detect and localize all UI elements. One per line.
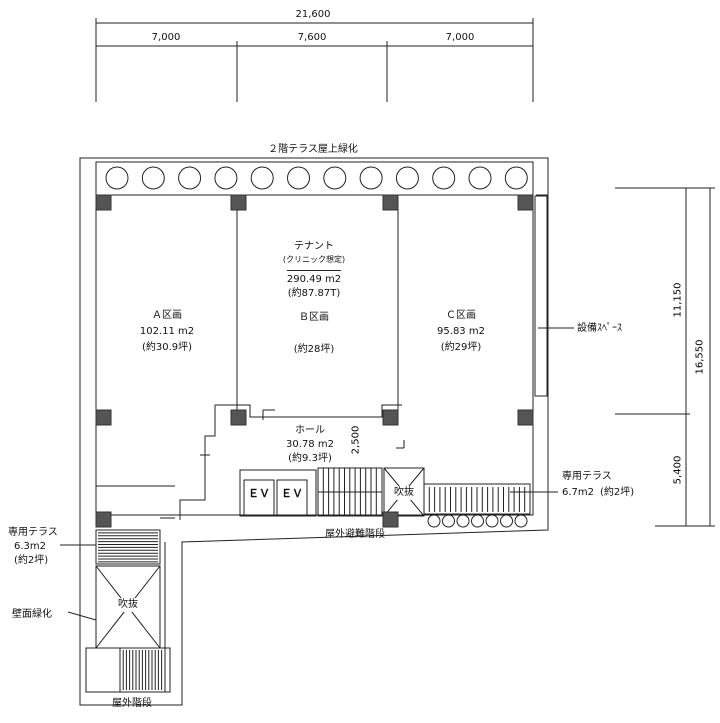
terrace-right [423,483,531,515]
structural-column [382,194,399,211]
tenant-note: (クリニック想定) [282,255,346,264]
dim-bay-1: 7,000 [151,32,181,43]
zone-c-area: 95.83 m2 [437,326,485,337]
hall-name: ホール [295,425,325,436]
structural-column [95,194,112,211]
tenant-tsubo: (約87.87T) [287,288,341,299]
structural-column [95,511,112,528]
elevator-block [239,469,317,517]
dim-depth-total: 16,550 [694,339,706,375]
zone-c-tsubo: (約29坪) [440,342,482,353]
elevator-1-label: ＥＶ [246,487,272,500]
shrub-symbol [514,514,528,528]
tree-symbol [323,166,347,190]
dim-depth-upper: 11,150 [672,282,684,318]
leader-lines [60,327,574,621]
dim-hall-width: 2,500 [350,425,362,455]
outdoor-stair-label: 屋外階段 [112,698,152,709]
site-boundary [79,157,549,706]
hall-area: 30.78 m2 [286,439,334,450]
zone-a-name: Ａ区画 [152,310,182,321]
terrace-left-name: 専用テラス [8,527,58,538]
roof-greening-label: ２階テラス屋上緑化 [268,144,358,155]
zone-a-tsubo: (約30.9坪) [141,342,193,353]
shrub-symbol [456,514,470,528]
roof-greening-strip [95,161,534,196]
terrace-right-area: 6.7m2 [562,487,595,498]
structural-column [382,511,399,528]
tree-symbol [395,166,419,190]
tree-symbol [250,166,274,190]
tree-symbol [468,166,492,190]
dim-overall-width: 21,600 [295,9,331,20]
tree-symbol [105,166,129,190]
structural-column [230,194,247,211]
terrace-left-tsubo: (約2坪) [14,555,49,566]
tenant-area: 290.49 m2 [286,270,342,287]
building-walls [95,194,548,520]
hall-tsubo: (約9.3坪) [288,453,332,464]
equipment-space-label: 設備ｽﾍﾟｰｽ [577,323,622,334]
tree-symbol [214,166,238,190]
tenant-title: テナント [294,241,334,252]
tree-symbol [287,166,310,190]
void-right-label: 吹抜 [392,486,416,500]
elevator-2-label: ＥＶ [279,487,305,500]
structural-column [517,194,534,211]
shrub-symbol [500,514,513,528]
dim-bay-3: 7,000 [445,32,475,43]
shrub-symbol [471,514,484,528]
shrub-symbol [427,514,441,528]
tree-symbol [359,166,383,190]
zone-b-name: Ｂ区画 [299,312,329,323]
dim-bay-2: 7,600 [297,32,327,43]
structural-column [230,409,247,426]
terrace-left-area: 6.3m2 [14,541,47,552]
zone-c-name: Ｃ区画 [446,310,476,321]
dim-depth-lower: 5,400 [672,455,684,485]
zone-a-area: 102.11 m2 [139,326,195,337]
void-left-label: 吹抜 [116,598,140,612]
zone-b-tsubo: (約28坪) [293,344,335,355]
shrub-symbol [485,514,499,528]
evacuation-stair-label: 屋外避難階段 [325,529,385,540]
tree-symbol [141,166,165,190]
terrace-right-tsubo: (約2坪) [600,487,635,498]
tree-symbol [432,166,456,190]
structural-column [517,409,534,426]
right-dimension-lines [615,187,715,527]
wall-greening-label: 壁面緑化 [12,609,52,620]
tree-symbol [504,166,528,190]
structural-column [382,409,399,426]
structural-column [95,409,112,426]
shrub-symbol [442,514,455,528]
tree-symbol [178,166,202,190]
top-dimension-lines [95,18,534,102]
terrace-right-name: 専用テラス [562,471,612,482]
